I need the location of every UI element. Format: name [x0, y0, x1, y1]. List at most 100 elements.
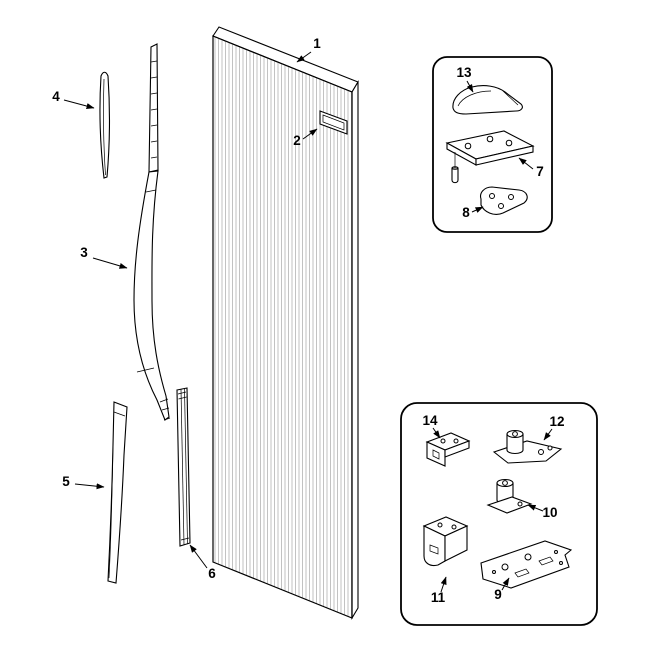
- retainer-bottom-hatch: [180, 537, 190, 541]
- door-retainer-bar: [176, 387, 191, 547]
- callout-arrow-6: [189, 544, 208, 569]
- callout-arrow-4: [63, 99, 95, 109]
- handle-joint-line-bottom: [136, 367, 155, 373]
- hinge-plate-hole-3: [505, 139, 513, 147]
- callout-label-10: 10: [542, 505, 557, 520]
- callout-arrow-12: [543, 428, 553, 441]
- handle-tail-detail: [159, 398, 171, 421]
- bracket14-hole-1: [440, 438, 446, 444]
- door-front-face: [212, 35, 353, 619]
- retainer-inner-line-1: [180, 389, 185, 546]
- nameplate-inner: [322, 114, 345, 131]
- pin10-flange: [486, 496, 533, 514]
- bracket11-front-face: [423, 525, 446, 567]
- plate9-hole-5: [559, 561, 563, 565]
- hinge-shim-hole-1: [489, 193, 495, 199]
- callout-arrow-1: [296, 51, 312, 63]
- bracket14-hole-2: [453, 438, 459, 444]
- bracket-part14: [425, 432, 471, 467]
- bracket-part11: [422, 516, 469, 567]
- callout-label-9: 9: [494, 587, 502, 602]
- callout-label-6: 6: [208, 566, 216, 581]
- handle-grip: [133, 170, 170, 421]
- hinge-cover-part13: [452, 85, 523, 115]
- callout-arrow-3: [92, 257, 128, 269]
- door-right-edge: [351, 80, 359, 620]
- hinge-shim-hole-2: [508, 194, 514, 200]
- plate9-slot-2: [538, 556, 554, 566]
- plate9-hole-4: [554, 550, 558, 554]
- callout-arrow-2: [302, 128, 318, 140]
- callout-arrows: [63, 51, 553, 593]
- callout-label-13: 13: [456, 65, 472, 80]
- callout-arrow-7: [518, 157, 534, 170]
- hinge-pin: [451, 167, 459, 184]
- cam12-cylinder-hole: [512, 431, 518, 437]
- inset-box-bottom-hinge: [400, 402, 598, 626]
- bracket14-slot: [432, 449, 440, 460]
- top-hinge-part7: [445, 130, 535, 184]
- hinge-plate-hole-1: [464, 142, 472, 150]
- hinge-pin-part10: [486, 478, 533, 514]
- hinge-plate-side-face: [475, 145, 534, 166]
- callout-label-2: 2: [293, 133, 301, 148]
- plate9-hole-1: [501, 563, 509, 571]
- bracket11-slot: [429, 544, 439, 555]
- hinge-shim-hole-3: [498, 203, 504, 209]
- door-handle: [133, 43, 171, 421]
- callout-labels: 1 2 3 4 5 6 13 7 8 14 12 10 11 9: [52, 36, 564, 605]
- callout-label-14: 14: [422, 413, 438, 428]
- nameplate: [319, 110, 348, 135]
- callout-label-12: 12: [549, 414, 564, 429]
- handle-joint-line-top: [145, 189, 157, 193]
- callout-arrow-13: [466, 80, 474, 93]
- callout-arrow-14: [432, 427, 441, 439]
- trim-lower-notch: [113, 411, 126, 417]
- pin10-flange-hole: [517, 501, 523, 507]
- callout-label-5: 5: [62, 474, 70, 489]
- retainer-top-hatch: [177, 391, 187, 400]
- callout-arrow-10: [527, 504, 544, 512]
- cam12-hole-2: [547, 445, 553, 451]
- handle-strip-ticks: [150, 60, 158, 159]
- retainer-inner-line-2: [184, 388, 188, 545]
- callout-arrow-11: [440, 576, 447, 593]
- hinge-cam-part12: [492, 429, 563, 464]
- cam12-cylinder-body: [506, 434, 524, 455]
- hinge-plate-hole-2: [486, 135, 494, 143]
- plate9-body: [480, 540, 573, 589]
- callout-label-11: 11: [431, 590, 446, 605]
- hinge-pin-top: [451, 166, 459, 170]
- callout-arrow-9: [501, 577, 510, 591]
- trim-lower-inner-line: [108, 444, 114, 579]
- bracket11-hole-2: [451, 524, 457, 530]
- cam12-hole-1: [538, 449, 544, 455]
- trim-upper-body: [99, 71, 110, 179]
- callout-arrow-8: [471, 206, 484, 213]
- callout-arrow-5: [74, 483, 105, 490]
- handle-mount-strip: [148, 43, 159, 173]
- trim-upper-inner-line: [103, 78, 106, 176]
- trim-upper: [99, 71, 110, 179]
- trim-lower-body: [107, 401, 128, 584]
- hinge-cover-curve: [457, 90, 492, 107]
- callout-label-7: 7: [536, 164, 544, 179]
- callout-label-1: 1: [313, 36, 321, 51]
- hinge-cover-edge: [502, 90, 519, 106]
- callout-label-8: 8: [462, 205, 470, 220]
- bracket11-side-face: [444, 525, 468, 562]
- trim-lower: [107, 401, 128, 584]
- plate9-slot-1: [514, 568, 530, 578]
- door-panel: [212, 26, 359, 620]
- plate9-hole-2: [524, 553, 532, 561]
- plate9-hole-3: [492, 570, 496, 574]
- callout-label-3: 3: [80, 245, 88, 260]
- callout-label-4: 4: [52, 89, 60, 104]
- bracket14-side-face: [444, 440, 470, 458]
- hinge-plate-part9: [480, 540, 573, 589]
- bracket11-hole-1: [437, 522, 443, 528]
- pin10-cylinder-hole: [502, 480, 508, 486]
- bracket14-front-face: [426, 441, 446, 467]
